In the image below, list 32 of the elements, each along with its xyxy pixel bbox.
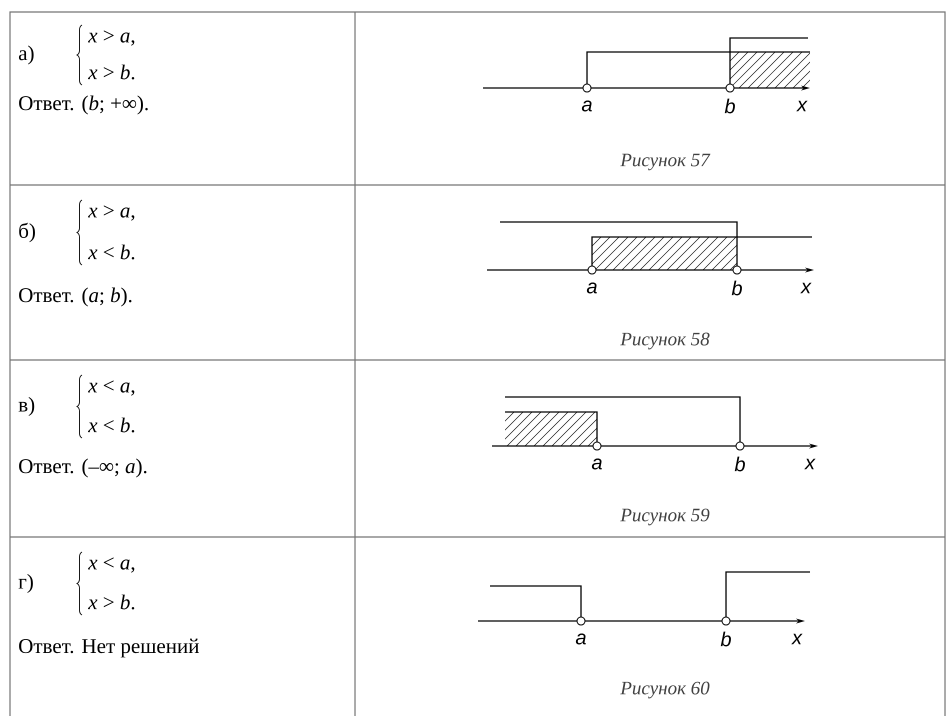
list-marker: а) — [18, 45, 34, 65]
axis-label: x — [796, 100, 808, 112]
answer-text: Ответ. (b; +∞). — [19, 95, 148, 115]
answer-text: Ответ. (a; b). — [19, 287, 132, 307]
axis-label: b — [720, 632, 731, 646]
axis-label: a — [576, 634, 586, 644]
list-marker: б) — [19, 222, 35, 242]
axis-label: x — [800, 282, 812, 294]
figure-caption: Рисунок 60 — [620, 682, 710, 698]
inequality: x > b. — [88, 64, 134, 80]
axis-label: x — [804, 458, 816, 470]
figure-caption: Рисунок 57 — [620, 154, 710, 170]
inequality: x > a, — [88, 30, 134, 46]
inequality: x < b. — [88, 244, 134, 260]
axis-label: b — [724, 98, 735, 114]
figure-caption: Рисунок 58 — [620, 332, 710, 350]
axis-label: x — [791, 634, 803, 644]
answer-text: Ответ. Нет решений — [19, 638, 199, 658]
axis-label: a — [586, 282, 597, 294]
axis-label: a — [592, 458, 602, 470]
inequality: x < a, — [88, 380, 134, 396]
axis-label: b — [734, 456, 745, 472]
list-marker: в) — [18, 397, 34, 416]
figure-caption: Рисунок 59 — [620, 508, 710, 526]
axis-label: a — [582, 100, 592, 112]
inequality: x > a, — [88, 205, 134, 221]
answer-text: Ответ. (–∞; a). — [19, 458, 146, 478]
inequality: x < b. — [88, 418, 134, 432]
inequality: x > b. — [88, 594, 134, 610]
axis-label: b — [732, 280, 742, 296]
inequality: x < a, — [88, 557, 134, 573]
list-marker: г) — [18, 574, 33, 594]
